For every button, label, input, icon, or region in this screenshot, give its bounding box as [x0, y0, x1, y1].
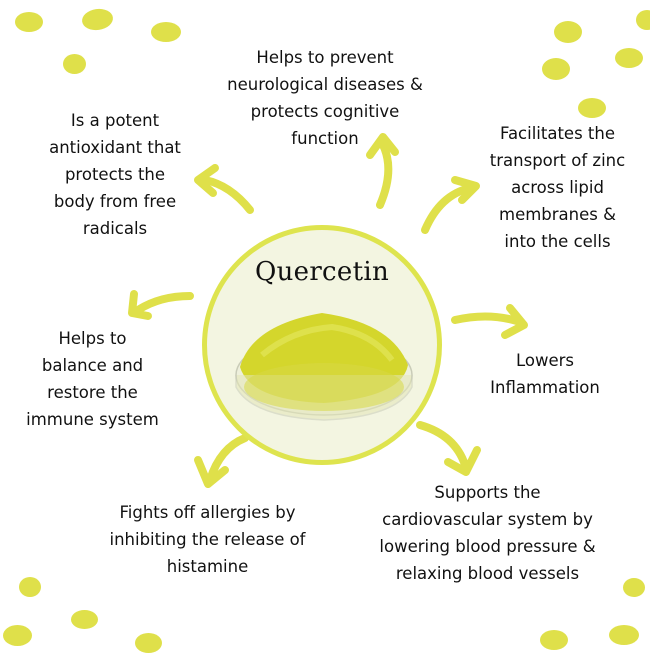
- benefit-antioxidant: Is a potent antioxidant that protects th…: [49, 111, 181, 238]
- arrowhead-icon: [194, 456, 229, 488]
- curved-arrow-icon: [416, 421, 469, 469]
- benefit-allergies: Fights off allergies by inhibiting the r…: [109, 503, 306, 576]
- decorative-dot: [609, 625, 639, 645]
- arrowhead-icon: [128, 290, 152, 320]
- page-title: Quercetin: [254, 257, 390, 287]
- decorative-dot: [71, 610, 98, 629]
- decorative-dot: [554, 21, 582, 43]
- decorative-dot: [63, 54, 86, 74]
- decorative-dot: [623, 578, 645, 597]
- curved-arrow-icon: [451, 312, 524, 326]
- curved-arrow-icon: [201, 176, 254, 214]
- benefit-cardiovascular: Supports the cardiovascular system by lo…: [379, 483, 596, 583]
- center-circle: Quercetin: [202, 225, 442, 465]
- benefit-inflammation: Lowers Inflammation: [490, 351, 600, 397]
- decorative-dot: [135, 633, 162, 653]
- curved-arrow-icon: [376, 141, 393, 209]
- arrowhead-icon: [444, 446, 481, 476]
- decorative-dot: [636, 10, 650, 30]
- arrowhead-icon: [451, 176, 480, 204]
- decorative-dot: [542, 58, 570, 80]
- benefit-neurological: Helps to prevent neurological diseases &…: [227, 48, 423, 148]
- benefit-zinc: Facilitates the transport of zinc across…: [489, 124, 626, 251]
- quercetin-powder-dish-icon: [235, 313, 413, 421]
- decorative-dot: [15, 12, 43, 32]
- decorative-dot: [151, 22, 181, 42]
- curved-arrow-icon: [134, 292, 194, 314]
- decorative-dot: [615, 48, 643, 68]
- curved-arrow-icon: [421, 184, 474, 234]
- decorative-dot: [19, 577, 41, 597]
- arrowhead-icon: [366, 133, 399, 159]
- decorative-dot: [578, 98, 606, 118]
- curved-arrow-icon: [206, 434, 249, 484]
- arrowhead-icon: [501, 304, 528, 339]
- decorative-dot: [540, 630, 568, 650]
- arrowhead-icon: [194, 164, 219, 197]
- benefit-immune: Helps to balance and restore the immune …: [26, 329, 159, 429]
- decorative-dot: [3, 625, 32, 646]
